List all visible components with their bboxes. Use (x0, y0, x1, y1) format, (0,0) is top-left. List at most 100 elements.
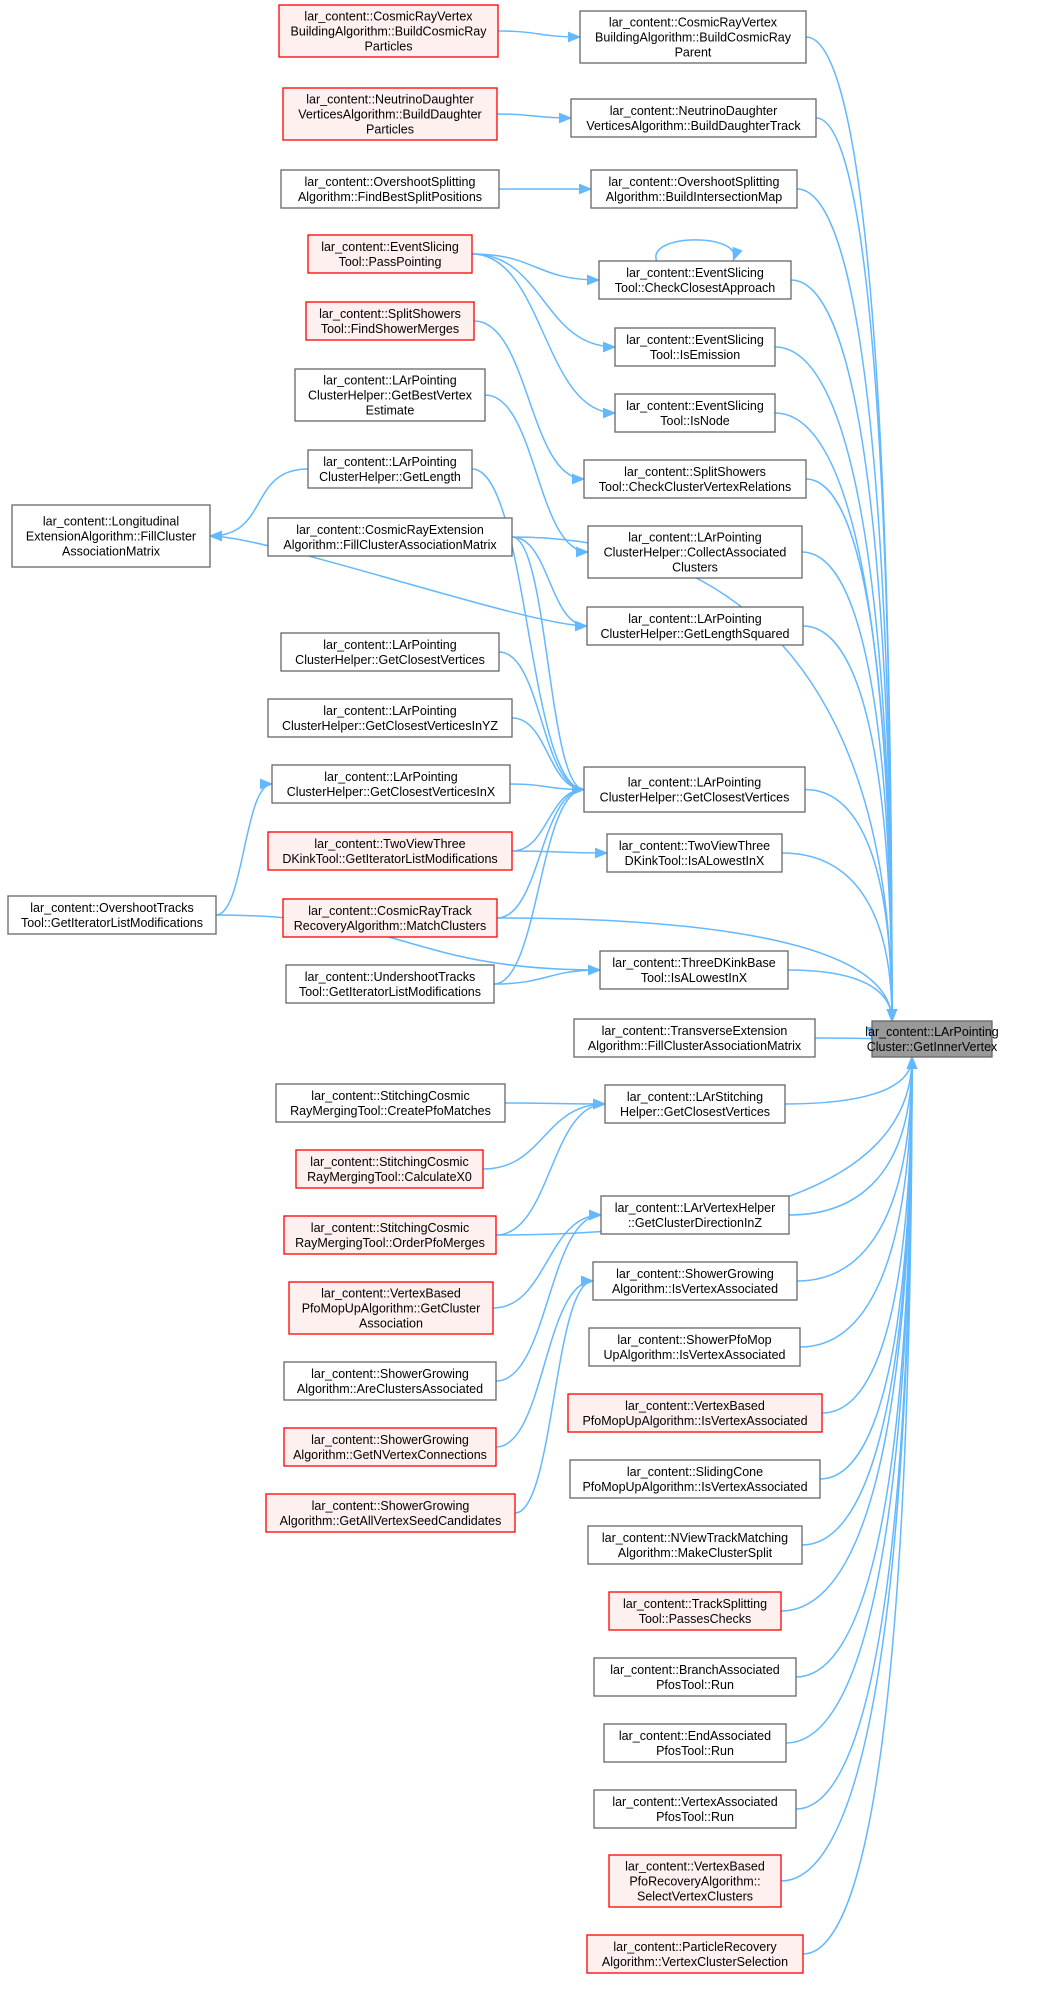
node-box (567, 1393, 823, 1433)
node-label-line: lar_content::LArPointing (865, 1025, 998, 1039)
node-label-line: ClusterHelper::GetLength (319, 470, 461, 484)
node-label-line: Clusters (672, 561, 718, 575)
graph-node-lar-stitching-helper-get-closest-vertices[interactable]: lar_content::LArStitchingHelper::GetClos… (604, 1084, 786, 1124)
graph-node-lar-pointing-cluster-helper-get-best-vertex-estimate[interactable]: lar_content::LArPointingClusterHelper::G… (294, 368, 486, 422)
node-label-line: PfoMopUpAlgorithm::IsVertexAssociated (582, 1480, 807, 1494)
target-node-get-inner-vertex[interactable]: lar_content::LArPointingCluster::GetInne… (865, 1020, 999, 1058)
node-box (280, 169, 500, 209)
graph-node-cosmic-ray-track-recovery-algorithm-match-clusters[interactable]: lar_content::CosmicRayTrackRecoveryAlgor… (282, 898, 498, 938)
graph-node-vertex-based-pfo-mop-up-algorithm-get-cluster-association[interactable]: lar_content::VertexBasedPfoMopUpAlgorith… (288, 1281, 494, 1335)
call-edge (819, 1055, 918, 1480)
node-label-line: lar_content::CosmicRayTrack (308, 904, 472, 918)
node-label-line: Tool::PassesChecks (639, 1612, 752, 1626)
node-box (606, 833, 783, 873)
call-edge (495, 1275, 595, 1448)
node-label-line: ClusterHelper::GetBestVertex (308, 389, 473, 403)
graph-node-sliding-cone-pfo-mop-up-algorithm-is-vertex-associated[interactable]: lar_content::SlidingConePfoMopUpAlgorith… (569, 1459, 821, 1499)
graph-node-particle-recovery-algorithm-vertex-cluster-selection[interactable]: lar_content::ParticleRecoveryAlgorithm::… (586, 1934, 804, 1974)
graph-node-lar-pointing-cluster-helper-get-closest-vertices-in-yz[interactable]: lar_content::LArPointingClusterHelper::G… (267, 698, 513, 738)
call-edge (781, 852, 898, 1023)
graph-node-lar-pointing-cluster-helper-get-closest-vertices[interactable]: lar_content::LArPointingClusterHelper::G… (583, 766, 806, 813)
graph-node-cosmic-ray-extension-algorithm-fill-cluster-association-matrix[interactable]: lar_content::CosmicRayExtensionAlgorithm… (267, 517, 513, 557)
node-label-line: lar_content::NeutrinoDaughter (610, 104, 777, 118)
graph-node-shower-growing-algorithm-are-clusters-associated[interactable]: lar_content::ShowerGrowingAlgorithm::Are… (283, 1361, 497, 1401)
node-box (570, 98, 817, 138)
graph-node-longitudinal-extension-algorithm-fill-cluster-association-matrix[interactable]: lar_content::LongitudinalExtensionAlgori… (11, 504, 211, 568)
graph-node-transverse-extension-algorithm-fill-cluster-association-matrix[interactable]: lar_content::TransverseExtensionAlgorith… (573, 1018, 816, 1058)
node-label-line: ClusterHelper::GetClosestVerticesInYZ (282, 719, 498, 733)
call-edge (804, 788, 898, 1023)
graph-node-split-showers-tool-find-shower-merges[interactable]: lar_content::SplitShowersTool::FindShowe… (305, 301, 475, 341)
node-label-line: ClusterHelper::CollectAssociated (604, 546, 787, 560)
graph-node-vertex-based-pfo-recovery-algorithm-select-vertex-clusters[interactable]: lar_content::VertexBasedPfoRecoveryAlgor… (608, 1854, 782, 1908)
node-label-line: Tool::PassPointing (339, 255, 442, 269)
node-box (294, 368, 486, 422)
graph-node-stitching-cosmic-ray-merging-tool-calculate-x0[interactable]: lar_content::StitchingCosmicRayMergingTo… (295, 1149, 484, 1189)
node-label-line: ClusterHelper::GetLengthSquared (600, 627, 789, 641)
graph-node-shower-growing-algorithm-get-all-vertex-seed-candidates[interactable]: lar_content::ShowerGrowingAlgorithm::Get… (265, 1493, 516, 1533)
call-edge (780, 1055, 918, 1612)
graph-node-lar-vertex-helper-get-cluster-direction-in-z[interactable]: lar_content::LArVertexHelper::GetCluster… (600, 1195, 790, 1235)
graph-node-lar-pointing-cluster-helper-get-closest-vertices[interactable]: lar_content::LArPointingClusterHelper::G… (280, 632, 500, 672)
node-box (603, 1723, 787, 1763)
node-box (7, 895, 217, 935)
node-label-line: lar_content::VertexAssociated (612, 1795, 777, 1809)
graph-node-two-view-three-dkink-tool-is-alowest-in-x[interactable]: lar_content::TwoViewThreeDKinkTool::IsAL… (606, 833, 783, 873)
graph-node-overshoot-tracks-tool-get-iterator-list-modifications[interactable]: lar_content::OvershootTracksTool::GetIte… (7, 895, 217, 935)
node-box (267, 517, 513, 557)
graph-node-shower-growing-algorithm-get-nvertex-connections[interactable]: lar_content::ShowerGrowingAlgorithm::Get… (283, 1427, 497, 1467)
graph-node-cosmic-ray-vertex-building-algorithm-build-cosmic-ray-parent[interactable]: lar_content::CosmicRayVertexBuildingAlgo… (579, 10, 807, 64)
graph-node-undershoot-tracks-tool-get-iterator-list-modifications[interactable]: lar_content::UndershootTracksTool::GetIt… (285, 964, 495, 1004)
graph-node-stitching-cosmic-ray-merging-tool-order-pfo-merges[interactable]: lar_content::StitchingCosmicRayMergingTo… (283, 1215, 497, 1255)
graph-node-cosmic-ray-vertex-building-algorithm-build-cosmic-ray-particles[interactable]: lar_content::CosmicRayVertexBuildingAlgo… (278, 4, 499, 58)
node-box (598, 260, 792, 300)
call-edge (495, 1055, 918, 1236)
graph-node-overshoot-splitting-algorithm-find-best-split-positions[interactable]: lar_content::OvershootSplittingAlgorithm… (280, 169, 500, 209)
graph-node-lar-pointing-cluster-helper-collect-associated-clusters[interactable]: lar_content::LArPointingClusterHelper::C… (587, 525, 803, 579)
graph-node-vertex-based-pfo-mop-up-algorithm-is-vertex-associated[interactable]: lar_content::VertexBasedPfoMopUpAlgorith… (567, 1393, 823, 1433)
node-label-line: lar_content::TwoViewThree (314, 837, 465, 851)
graph-node-neutrino-daughter-vertices-algorithm-build-daughter-particles[interactable]: lar_content::NeutrinoDaughterVerticesAlg… (282, 87, 498, 141)
graph-node-track-splitting-tool-passes-checks[interactable]: lar_content::TrackSplittingTool::PassesC… (608, 1591, 782, 1631)
node-box (278, 4, 499, 58)
graph-node-shower-pfo-mop-up-algorithm-is-vertex-associated[interactable]: lar_content::ShowerPfoMopUpAlgorithm::Is… (588, 1327, 801, 1367)
call-edge (496, 112, 573, 124)
node-box (573, 1018, 816, 1058)
graph-node-event-slicing-tool-is-emission[interactable]: lar_content::EventSlicingTool::IsEmissio… (614, 327, 776, 367)
call-edge (482, 1098, 607, 1170)
graph-node-lar-pointing-cluster-helper-get-closest-vertices-in-x[interactable]: lar_content::LArPointingClusterHelper::G… (271, 764, 511, 804)
call-edge (815, 117, 898, 1023)
graph-node-vertex-associated-pfos-tool-run[interactable]: lar_content::VertexAssociatedPfosTool::R… (593, 1789, 797, 1829)
node-box (267, 698, 513, 738)
node-label-line: Tool::IsEmission (650, 348, 740, 362)
graph-node-nview-track-matching-algorithm-make-cluster-split[interactable]: lar_content::NViewTrackMatchingAlgorithm… (587, 1525, 803, 1565)
node-label-line: Tool::FindShowerMerges (321, 322, 459, 336)
graph-node-lar-pointing-cluster-helper-get-length[interactable]: lar_content::LArPointingClusterHelper::G… (307, 449, 473, 489)
node-label-line: lar_content::VertexBased (321, 1287, 461, 1301)
node-box (283, 1361, 497, 1401)
graph-node-branch-associated-pfos-tool-run[interactable]: lar_content::BranchAssociatedPfosTool::R… (593, 1657, 797, 1697)
graph-node-neutrino-daughter-vertices-algorithm-build-daughter-track[interactable]: lar_content::NeutrinoDaughterVerticesAlg… (570, 98, 817, 138)
graph-node-split-showers-tool-check-cluster-vertex-relations[interactable]: lar_content::SplitShowersTool::CheckClus… (583, 459, 807, 499)
call-edge (514, 1275, 595, 1514)
call-edge (471, 253, 617, 353)
graph-node-event-slicing-tool-check-closest-approach[interactable]: lar_content::EventSlicingTool::CheckClos… (598, 260, 792, 300)
node-label-line: DKinkTool::GetIteratorListModifications (282, 852, 497, 866)
graph-node-overshoot-splitting-algorithm-build-intersection-map[interactable]: lar_content::OvershootSplittingAlgorithm… (590, 169, 798, 209)
graph-node-shower-growing-algorithm-is-vertex-associated[interactable]: lar_content::ShowerGrowingAlgorithm::IsV… (592, 1261, 798, 1301)
node-label-line: lar_content::CosmicRayVertex (609, 16, 778, 30)
node-label-line: PfosTool::Run (656, 1744, 734, 1758)
node-box (614, 393, 776, 433)
call-edge (801, 551, 898, 1023)
node-label-line: PfoMopUpAlgorithm::IsVertexAssociated (582, 1414, 807, 1428)
graph-node-lar-pointing-cluster-helper-get-length-squared[interactable]: lar_content::LArPointingClusterHelper::G… (586, 606, 804, 646)
node-label-line: Tool::GetIteratorListModifications (299, 985, 481, 999)
call-edge (473, 320, 586, 485)
graph-node-two-view-three-dkink-tool-get-iterator-list-modifications[interactable]: lar_content::TwoViewThreeDKinkTool::GetI… (267, 831, 513, 871)
node-box (608, 1591, 782, 1631)
graph-node-stitching-cosmic-ray-merging-tool-create-pfo-matches[interactable]: lar_content::StitchingCosmicRayMergingTo… (275, 1083, 506, 1123)
graph-node-event-slicing-tool-pass-pointing[interactable]: lar_content::EventSlicingTool::PassPoint… (307, 234, 473, 274)
graph-node-three-dkink-base-tool-is-alowest-in-x[interactable]: lar_content::ThreeDKinkBaseTool::IsALowe… (599, 950, 789, 990)
